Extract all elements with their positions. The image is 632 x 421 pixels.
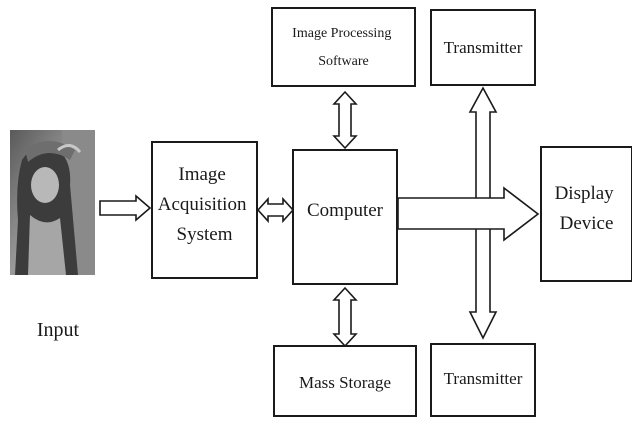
acquisition-line-1: Image <box>178 164 225 185</box>
transmitter-bottom-label: Transmitter <box>444 369 523 388</box>
image-processing-software-box: Image Processing Software <box>271 7 416 87</box>
computer-box: Computer <box>292 149 398 285</box>
software-line-2: Software <box>318 54 369 69</box>
software-line-1: Image Processing <box>292 26 391 41</box>
display-line-2: Device <box>560 213 614 234</box>
transmitter-bottom-box: Transmitter <box>430 343 536 417</box>
transmitter-top-box: Transmitter <box>430 9 536 86</box>
acquisition-line-2: Acquisition <box>158 194 247 215</box>
arrow-computer-to-display <box>397 186 540 242</box>
display-line-1: Display <box>555 183 615 204</box>
svg-text:Image Acquisition: Image Acquisition System <box>158 164 251 245</box>
mass-storage-label: Mass Storage <box>299 373 391 392</box>
svg-text:Image Processing Softwar: Image Processing Software <box>292 26 395 69</box>
computer-label: Computer <box>307 200 384 221</box>
image-acquisition-system-box: Image Acquisition System <box>151 141 258 279</box>
display-device-box: Display Device <box>540 146 632 282</box>
arrow-input-to-acquisition <box>99 194 152 222</box>
arrow-acquisition-computer <box>256 196 295 224</box>
input-image <box>10 130 95 275</box>
svg-text:Display Device: Display Device <box>555 183 619 234</box>
mass-storage-box: Mass Storage <box>273 345 417 417</box>
arrow-software-computer <box>332 90 358 150</box>
transmitter-top-label: Transmitter <box>444 38 523 57</box>
acquisition-line-3: System <box>177 224 233 245</box>
arrow-computer-storage <box>332 286 358 348</box>
input-label: Input <box>37 319 80 341</box>
